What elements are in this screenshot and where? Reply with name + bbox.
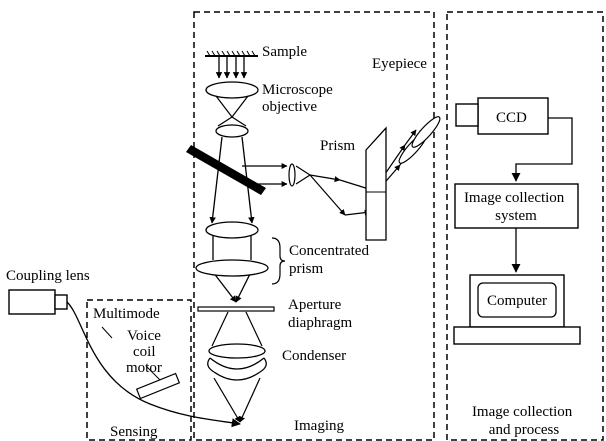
aperture-diaphragm-label: Aperture diaphragm — [288, 297, 352, 331]
image-collection-system-box — [454, 183, 579, 229]
prism-element — [365, 126, 387, 241]
sensing-section-box — [86, 299, 192, 441]
ccd-to-system-arrow — [511, 117, 573, 182]
microscope-section-box — [193, 11, 435, 441]
ccd-label: CCD — [496, 110, 527, 126]
eyepiece-lens-2 — [411, 116, 441, 148]
aperture-diaphragm-plate — [197, 306, 275, 312]
coupling-lens-device — [8, 289, 68, 315]
imaging-label: Imaging — [294, 418, 344, 434]
sample-beams — [215, 57, 248, 79]
tube-lens — [215, 124, 249, 138]
computer-device — [453, 274, 581, 345]
beam-splitter — [186, 145, 266, 195]
multimode-fiber — [66, 301, 241, 428]
coupling-lens-label: Coupling lens — [6, 268, 90, 284]
condenser-beams — [211, 311, 263, 423]
condenser-lens — [207, 343, 267, 381]
microscope-objective-label: Microscope objective — [262, 82, 337, 115]
condenser-label: Condenser — [282, 348, 346, 364]
sample-surface — [205, 50, 258, 57]
eyepiece-label: Eyepiece — [372, 56, 427, 72]
multimode-label: Multimode — [93, 306, 160, 322]
objective-lens — [205, 81, 259, 99]
voice-coil-motor-box — [135, 372, 181, 400]
image-collection-system-label: Image collection system — [464, 190, 568, 224]
objective-beams — [215, 95, 249, 127]
voice-coil-motor-label: Voice coil motor — [126, 328, 165, 376]
ccd-device — [455, 97, 549, 135]
concentrated-prism-label: Concentrated prism — [289, 243, 373, 277]
image-collection-process-label: Image collection and process — [472, 404, 576, 438]
concentrated-lens-1 — [205, 221, 259, 239]
sensing-label: Sensing — [110, 424, 158, 440]
sample-label: Sample — [262, 44, 307, 60]
image-collection-section-box — [446, 11, 604, 441]
prism-entry-lens — [288, 163, 296, 187]
concentrated-brace — [271, 237, 286, 285]
prism-label: Prism — [320, 138, 355, 154]
concentrated-lens-2 — [195, 259, 269, 277]
computer-label: Computer — [487, 293, 547, 309]
